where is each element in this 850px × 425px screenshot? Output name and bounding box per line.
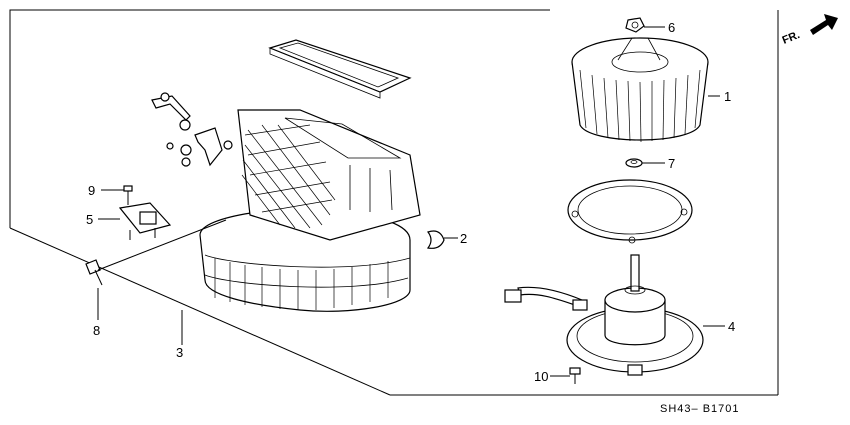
fan-nut — [625, 17, 645, 33]
gasket-ring — [567, 179, 693, 244]
callout-8: 8 — [93, 323, 100, 338]
leader-lines — [97, 26, 725, 377]
screw — [123, 185, 133, 205]
callout-7: 7 — [668, 156, 675, 171]
fr-label: FR. — [781, 29, 802, 47]
blower-fan — [571, 37, 709, 143]
callout-2: 2 — [460, 231, 467, 246]
callout-1: 1 — [724, 89, 731, 104]
callout-5: 5 — [86, 212, 93, 227]
front-arrow-icon — [810, 14, 838, 35]
filter-frame — [268, 39, 412, 99]
bolt — [85, 219, 227, 286]
callout-3: 3 — [176, 345, 183, 360]
clip — [426, 230, 445, 249]
resistor — [118, 202, 172, 240]
fan-washer — [625, 158, 643, 168]
assembly-frame — [9, 9, 779, 396]
blower-housing — [199, 109, 421, 312]
front-direction-indicator: FR. — [781, 14, 838, 47]
reference-code: SH43– B1701 — [660, 403, 740, 415]
link-hardware — [151, 92, 233, 167]
callout-labels: 1 2 3 4 5 6 7 8 9 10 — [86, 20, 735, 384]
callout-6: 6 — [668, 20, 675, 35]
callout-4: 4 — [728, 319, 735, 334]
motor-screw — [569, 367, 581, 384]
callout-10: 10 — [534, 369, 548, 384]
blower-motor — [504, 254, 704, 376]
callout-9: 9 — [88, 183, 95, 198]
